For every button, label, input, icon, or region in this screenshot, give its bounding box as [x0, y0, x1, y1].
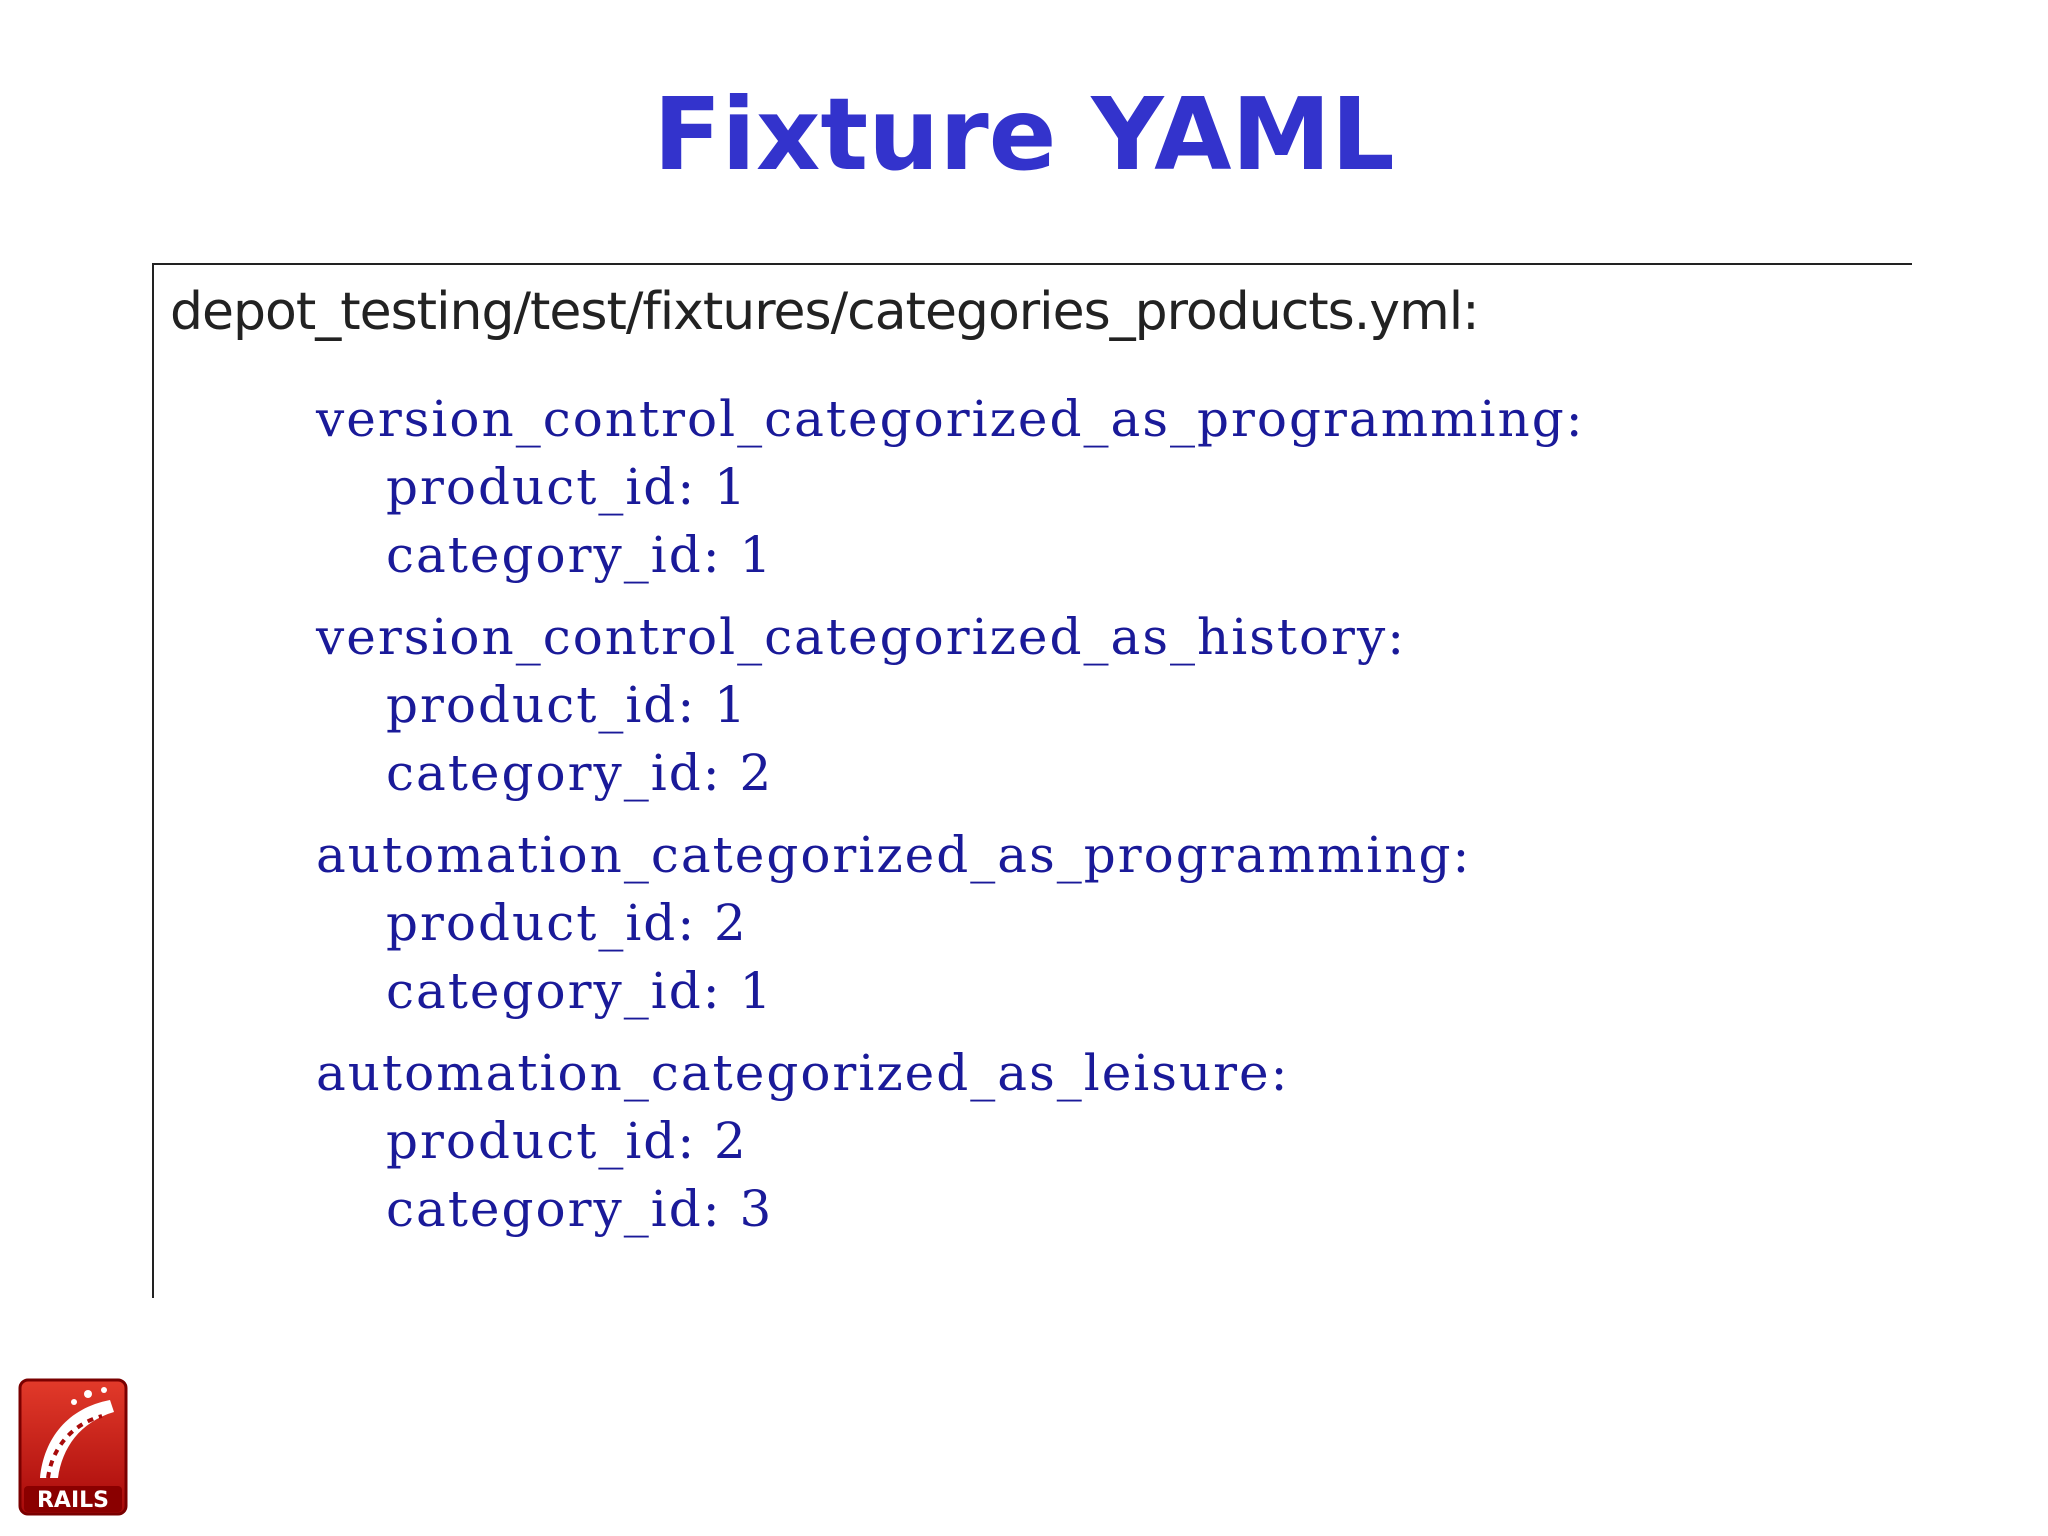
slide-title: Fixture YAML: [653, 76, 1395, 193]
fixture-category-id: category_id: 2: [386, 744, 774, 802]
fixture-product-id: product_id: 1: [386, 458, 748, 516]
file-path: depot_testing/test/fixtures/categories_p…: [170, 282, 1480, 342]
fixture-name: automation_categorized_as_programming:: [316, 826, 1472, 884]
fixture-product-id: product_id: 2: [386, 894, 748, 952]
fixture-entry: automation_categorized_as_programming: p…: [316, 821, 1585, 1025]
fixture-entry: version_control_categorized_as_programmi…: [316, 385, 1585, 589]
fixture-name: automation_categorized_as_leisure:: [316, 1044, 1290, 1102]
fixture-product-id: product_id: 2: [386, 1112, 748, 1170]
rails-logo-text: RAILS: [37, 1488, 109, 1513]
rails-logo-icon: RAILS: [18, 1378, 128, 1516]
fixture-category-id: category_id: 1: [386, 526, 774, 584]
fixture-name: version_control_categorized_as_programmi…: [316, 390, 1585, 448]
code-panel: depot_testing/test/fixtures/categories_p…: [152, 263, 1912, 1298]
fixture-product-id: product_id: 1: [386, 676, 748, 734]
fixture-entry: automation_categorized_as_leisure: produ…: [316, 1039, 1585, 1243]
fixture-entry: version_control_categorized_as_history: …: [316, 603, 1585, 807]
yaml-code-block: version_control_categorized_as_programmi…: [316, 385, 1585, 1257]
fixture-name: version_control_categorized_as_history:: [316, 608, 1407, 666]
fixture-category-id: category_id: 3: [386, 1180, 774, 1238]
fixture-category-id: category_id: 1: [386, 962, 774, 1020]
